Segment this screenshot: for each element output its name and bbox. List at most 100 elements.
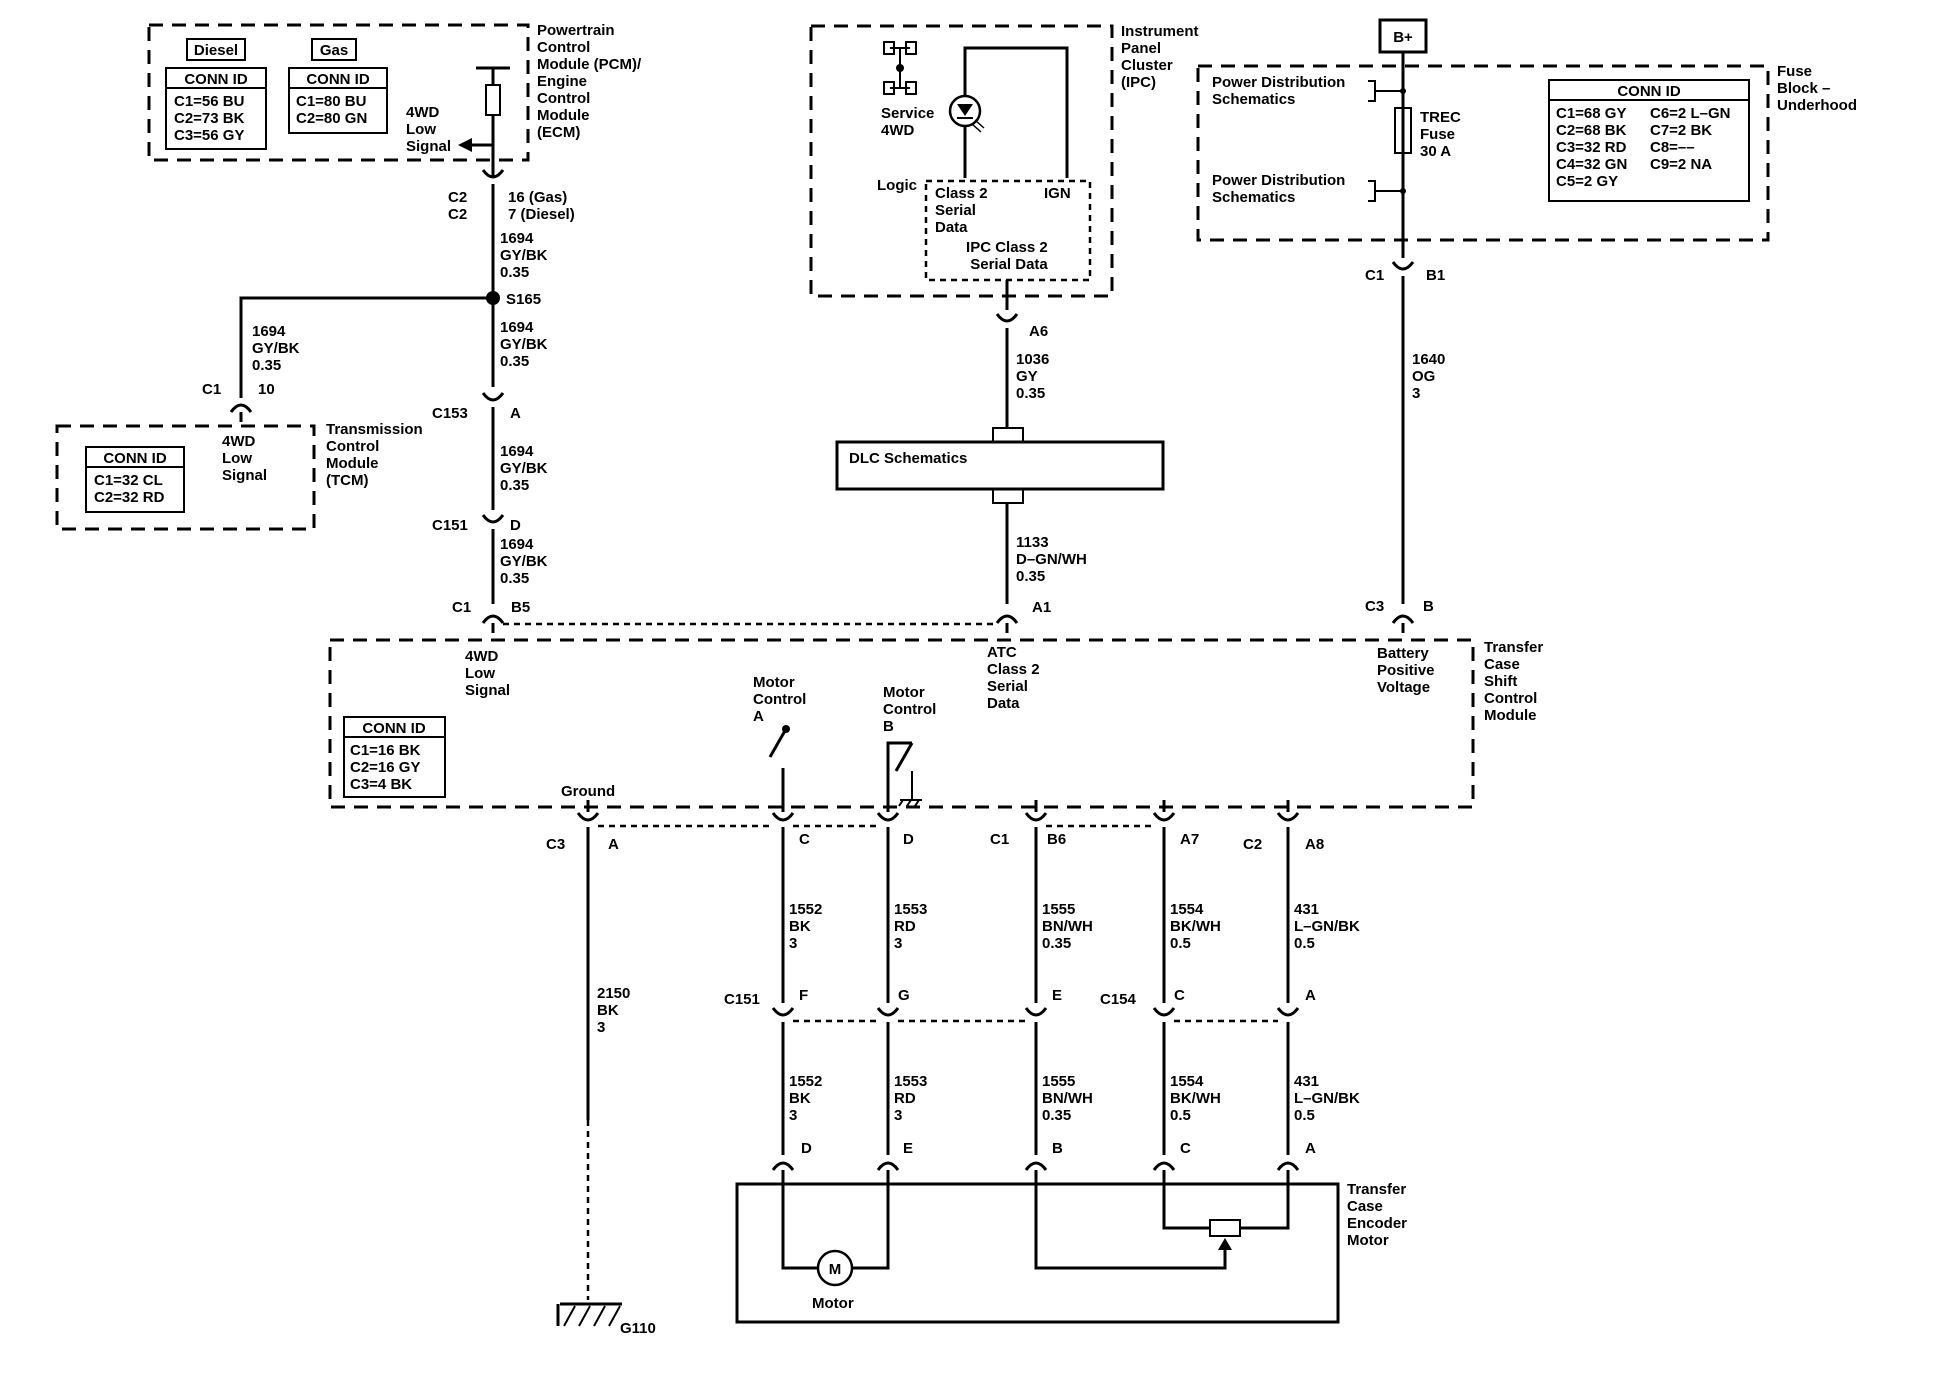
fuse-block-title: Fuse Block – Underhood (1777, 63, 1857, 114)
tccm-c3-label: C3 (1365, 598, 1384, 615)
c153-connector-icon (481, 392, 505, 402)
motor-icon (816, 1249, 854, 1287)
bottom-c3-label: C3 (546, 836, 565, 853)
pcm-c2-label-a: C2 (448, 189, 467, 206)
bottom-a7-label: A7 (1180, 831, 1199, 848)
c151-e-connector-icon (1024, 1007, 1048, 1017)
wire-top-4-label: 1554 BK/WH 0.5 (1170, 901, 1225, 952)
tccm-b6-connector-icon (1024, 812, 1048, 822)
pcm-outline (147, 23, 530, 162)
tccm-a8-connector-icon (1276, 812, 1300, 822)
enc-pin-d-label: D (801, 1140, 812, 1157)
power-dist-2-label: Power Distribution Schematics (1212, 172, 1350, 206)
pcm-gas-conn-table (288, 67, 388, 134)
diesel-tag-box (186, 38, 246, 61)
pot-lead-a (1240, 1180, 1290, 1230)
fuse-conn-table (1548, 79, 1750, 202)
fuse-wire-chain: C1 B1 1640 OG 3 C3 B (1365, 261, 1445, 633)
tcm-c1-label: C1 (202, 381, 221, 398)
tccm-conn-table (343, 716, 446, 798)
g110-label: G110 (620, 1320, 656, 1337)
dlc-wire-chain: A6 1036 GY 0.35 DLC Schematics 1133 D–GN… (835, 313, 1165, 633)
encoder-motor-title: Transfer Case Encoder Motor (1347, 1181, 1411, 1249)
pcm-wire-4-label: 1694 GY/BK 0.35 (500, 536, 552, 587)
tccm-title: Transfer Case Shift Control Module (1484, 639, 1547, 724)
tcm-module: Transmission Control Module (TCM) CONN I… (55, 421, 423, 531)
trec-fuse-label: TREC Fuse 30 A (1420, 109, 1465, 160)
c151-g-connector-icon (876, 1007, 900, 1017)
fuse-block: B+ Fuse Block – Underhood Power Distribu… (1196, 18, 1857, 258)
tccm-b-label: B (1423, 598, 1434, 615)
pcm-wire-1-label: 1694 GY/BK 0.35 (500, 230, 552, 281)
tccm-batt-label: Battery Positive Voltage (1377, 645, 1439, 696)
bottom-d-label: D (903, 831, 914, 848)
enc-b-connector-icon (1024, 1161, 1048, 1180)
motor-control-b-label: Motor Control B (883, 684, 941, 735)
pcm-gas-conn-header: CONN ID (306, 71, 370, 88)
tccm-b5-label: B5 (511, 599, 530, 616)
wire-bot-3-label: 1555 BN/WH 0.35 (1042, 1073, 1097, 1124)
c151-connector-icon (481, 514, 505, 524)
service-4wd-label: Service 4WD (881, 105, 939, 139)
tccm-c3-a-connector-icon (576, 812, 600, 822)
wire-top-1-label: 1552 BK 3 (789, 901, 827, 952)
enc-pin-e-label: E (903, 1140, 913, 1157)
tccm-conn-header: CONN ID (362, 720, 426, 737)
mid-c151-e-label: E (1052, 987, 1062, 1004)
tccm-c1-label: C1 (452, 599, 471, 616)
gas-tag: Gas (320, 42, 348, 59)
encoder-potentiometer-icon (1209, 1219, 1241, 1237)
dlc-wire-bottom-label: 1133 D–GN/WH 0.35 (1016, 534, 1091, 585)
ipc-outline (809, 24, 1114, 298)
wire-top-2-label: 1553 RD 3 (894, 901, 932, 952)
wire-bot-5-label: 431 L–GN/BK 0.5 (1294, 1073, 1364, 1124)
c151-label: C151 (432, 517, 468, 534)
mid-c151-f-label: F (799, 987, 808, 1004)
encoder-motor: Transfer Case Encoder Motor M Motor (735, 1180, 1411, 1324)
ipc-ign-label: IGN (1044, 185, 1071, 202)
pcm-c2-label-b: C2 (448, 206, 467, 223)
enc-pin-a-label: A (1305, 1140, 1316, 1157)
tcm-outline (55, 424, 316, 531)
ground-wire-label: 2150 BK 3 (597, 985, 635, 1036)
tccm-outline (328, 638, 1475, 809)
tcm-pin10-label: 10 (258, 381, 275, 398)
fuse-c1-label: C1 (1365, 267, 1384, 284)
pcm-diesel-conn-lines: C1=56 BU C2=73 BK C3=56 GY (174, 93, 249, 144)
ipc-class2-label: Class 2 Serial Data (935, 185, 992, 236)
fuse-conn-left: C1=68 GY C2=68 BK C3=32 RD C4=32 GN C5=2… (1556, 105, 1631, 190)
mid-c154-a-label: A (1305, 987, 1316, 1004)
bottom-a-label: A (608, 836, 619, 853)
c153-pin-label: A (510, 405, 521, 422)
tccm-conn-lines: C1=16 BK C2=16 GY C3=4 BK (350, 742, 425, 793)
tcm-branch-wire (239, 296, 493, 398)
tccm-c3-b-connector-icon (1391, 614, 1415, 633)
power-dist-1-bracket (1368, 80, 1376, 102)
dlc-bottom-tab (992, 488, 1024, 504)
bottom-b6-label: B6 (1047, 831, 1066, 848)
gas-tag-box (311, 38, 357, 61)
fuse-block-outline (1196, 64, 1770, 242)
pcm-signal-label: 4WD Low Signal (406, 104, 451, 155)
enc-a-connector-icon (1276, 1161, 1300, 1180)
pot-wiper-lead (1034, 1180, 1227, 1270)
pcm-signal-arrow-icon (458, 138, 472, 152)
motor-control-a-label: Motor Control A (753, 674, 811, 725)
mid-c151-label: C151 (724, 991, 760, 1008)
pcm-wire-3-label: 1694 GY/BK 0.35 (500, 443, 552, 494)
tcm-conn-table (85, 446, 185, 513)
ipc-title: Instrument Panel Cluster (IPC) (1121, 23, 1203, 91)
c153-label: C153 (432, 405, 468, 422)
b-plus-label: B+ (1393, 29, 1413, 46)
pcm-gas-conn-lines: C1=80 BU C2=80 GN (296, 93, 371, 127)
fuse-conn-right: C6=2 L–GN C7=2 BK C8=–– C9=2 NA (1650, 105, 1735, 173)
mid-c154-label: C154 (1100, 991, 1137, 1008)
wire-top-3-label: 1555 BN/WH 0.35 (1042, 901, 1097, 952)
pot-wiper-arrow-icon (1218, 1238, 1232, 1250)
pcm-module: Powertrain Control Module (PCM)/ Engine … (147, 22, 642, 165)
bottom-a8-label: A8 (1305, 836, 1324, 853)
pcm-pin-label: 16 (Gas) 7 (Diesel) (508, 189, 575, 223)
tccm-a1-connector-icon (995, 614, 1019, 633)
bottom-c-label: C (799, 831, 810, 848)
ipc-logic-label: Logic (877, 177, 917, 194)
